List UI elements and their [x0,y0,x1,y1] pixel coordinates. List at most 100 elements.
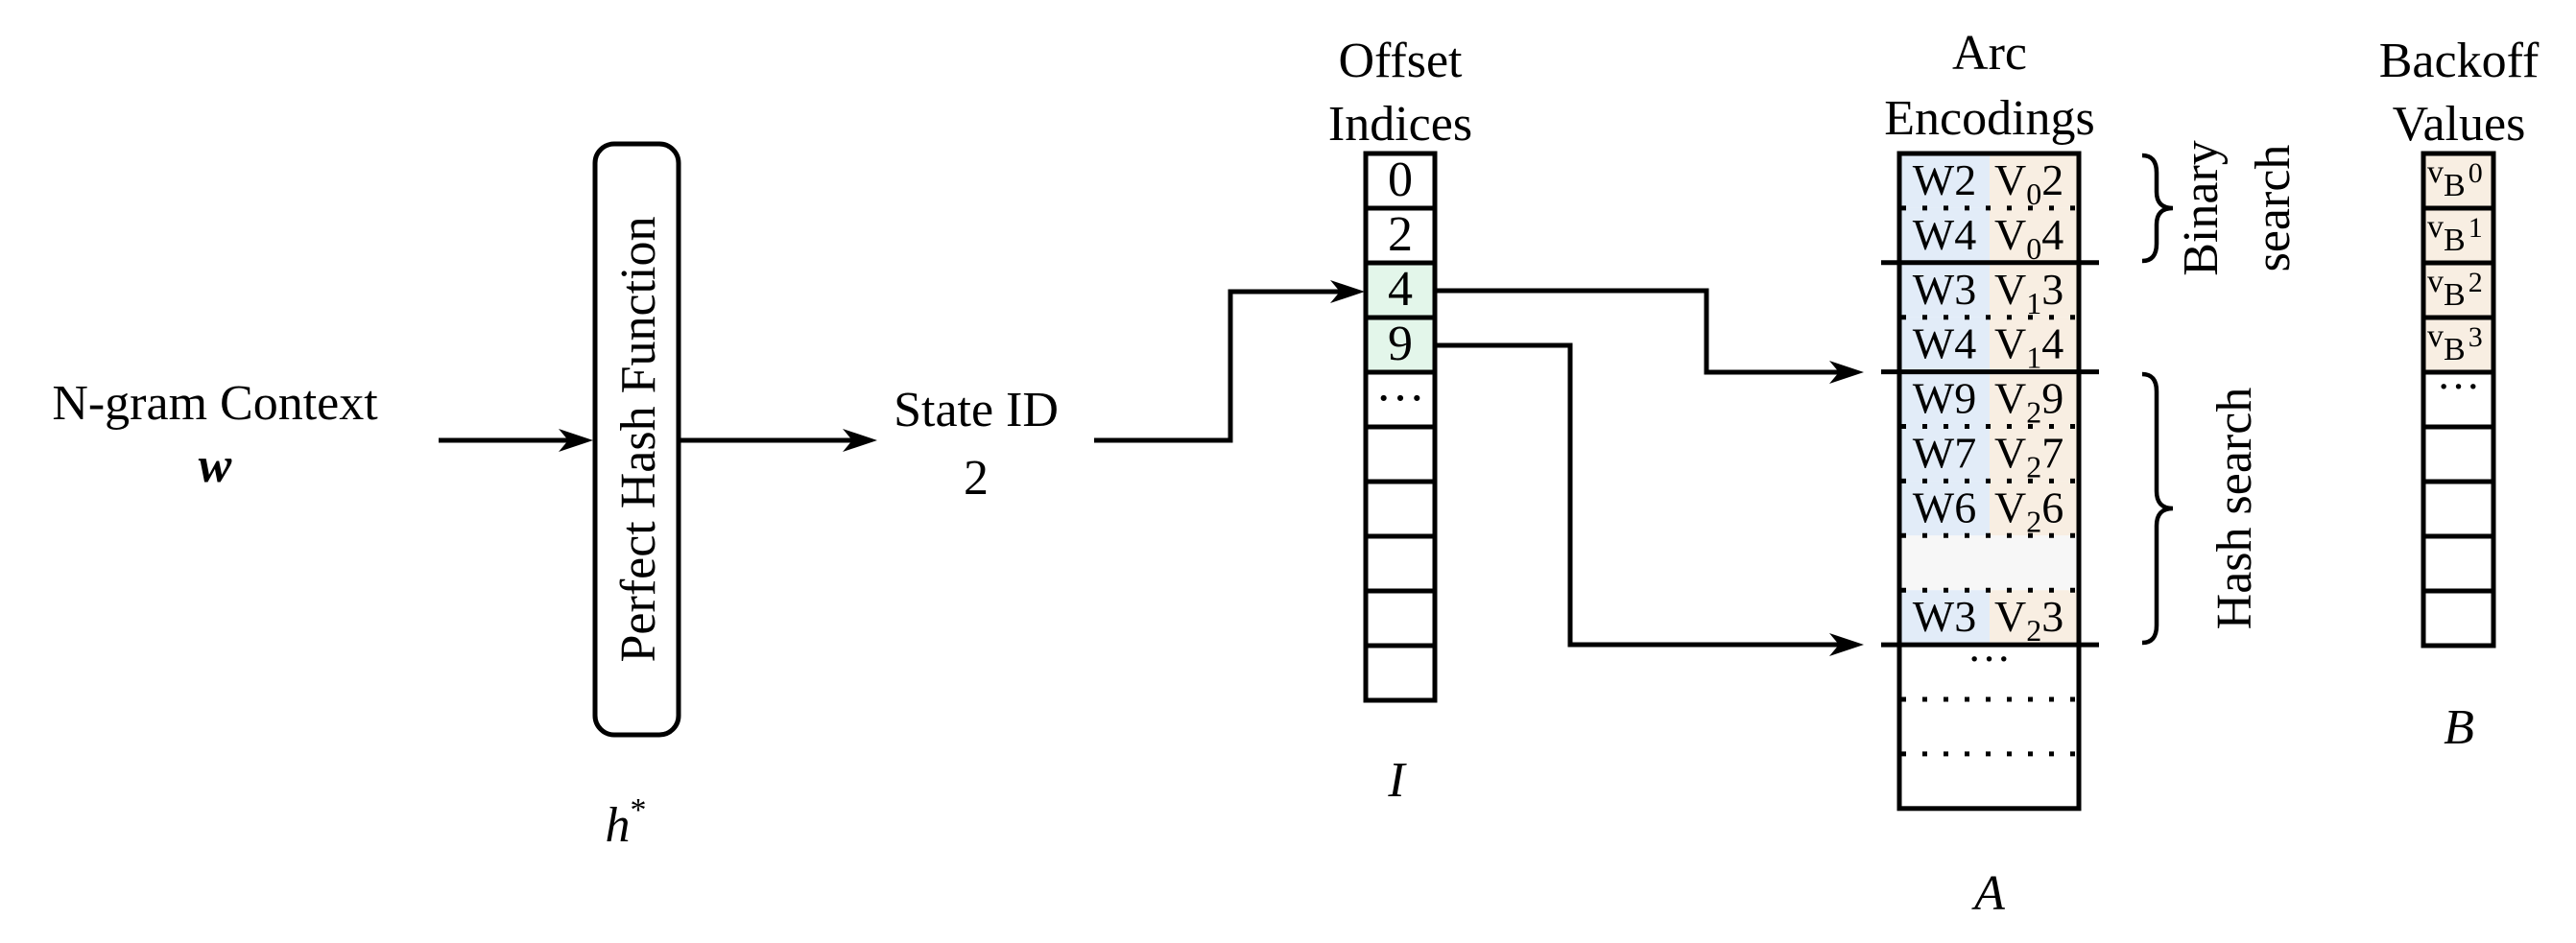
arc-encodings-title-line2: Encodings [1884,91,2095,146]
offset-indices-title-line2: Indices [1328,97,1472,152]
arc-word-cell [1899,371,1990,427]
arc-row: W7 V27 [1899,426,2079,484]
backoff-cell [2421,424,2496,484]
offset-cell-value: 4 [1388,262,1413,317]
arc-value: V27 [1994,429,2063,484]
arrowhead-icon [1330,280,1365,303]
backoff-value-base: v [2427,209,2444,245]
hash-function-symbol: h* [606,792,647,853]
offset-cell: ··· [1363,369,1438,430]
arc-encodings-title-line1: Arc [1952,26,2027,81]
backoff-value-subscript: B [2444,223,2466,258]
arc-word-cell [1899,262,1990,318]
hash-symbol-superscript: * [631,792,647,828]
arc-value-cell [1990,426,2079,482]
arrowhead-icon [559,429,593,452]
arc-value-base: V [1994,265,2026,314]
arrow-line [1094,289,1351,443]
arrow-state-to-offset [1094,280,1365,443]
arc-value-subscript: 2 [2026,613,2041,648]
offset-cell [1363,643,1438,703]
hash-symbol-base: h [606,798,631,853]
offset-cell-value: ··· [1375,371,1425,426]
arc-value-subscript: 0 [2026,231,2041,266]
hash-function-label: Perfect Hash Function [611,216,666,662]
arc-value: V26 [1994,483,2063,538]
offset-cell [1363,588,1438,648]
arc-value-number: 4 [2041,210,2063,259]
backoff-cell-box [2421,588,2496,648]
ngram-context-label: N-gram Context [52,376,378,431]
offset-cell [1363,533,1438,594]
arc-value-base: V [1994,592,2026,641]
backoff-ellipsis: ··· [2437,362,2481,411]
arc-value-base: V [1994,429,2026,478]
backoff-values-title-line1: Backoff [2379,34,2540,88]
backoff-value-number: 3 [2469,321,2483,353]
backoff-cell-box [2421,369,2496,430]
arc-value-number: 2 [2041,155,2063,204]
perfect-hash-function-node: Perfect Hash Function h* [592,141,681,853]
offset-cell: 2 [1363,205,1438,266]
offset-indices-title-line1: Offset [1338,34,1463,88]
offset-cell-value: 2 [1388,207,1413,262]
arc-encodings-border [1896,151,2082,812]
backoff-cell [2421,588,2496,648]
arc-encodings-symbol: A [1971,866,2005,921]
arc-word: W7 [1913,429,1976,478]
arc-row [1899,535,2079,591]
arc-value: V14 [1994,319,2063,375]
offset-cell-box [1363,424,1438,484]
arc-value: V13 [1994,265,2063,320]
arc-word: W3 [1913,592,1976,641]
hash-search-brace: Hash search [2141,371,2262,646]
arc-value-cell [1990,207,2079,263]
arc-value: V02 [1994,155,2063,211]
arc-ellipsis: ··· [1968,634,2012,683]
arc-value-subscript: 2 [2026,450,2041,484]
offset-cell-box [1363,260,1438,320]
arrow-hash-to-state [679,429,877,452]
arc-value-cell [1990,590,2079,646]
state-id-node: State ID 2 [894,383,1059,506]
arc-value: V04 [1994,210,2063,266]
arc-value-cell [1990,262,2079,318]
hash-search-label: Hash search [2207,388,2262,630]
offset-cell [1363,479,1438,539]
arc-value-base: V [1994,319,2026,368]
offset-cell [1363,424,1438,484]
offset-cell-box [1363,533,1438,594]
arc-value-cell [1990,317,2079,372]
arc-value-subscript: 0 [2026,177,2041,211]
backoff-value-subscript: B [2444,332,2466,367]
arc-row: ··· [1968,634,2012,683]
offset-cell-box [1363,369,1438,430]
backoff-value-number: 0 [2469,157,2483,189]
backoff-cell-box [2421,205,2496,266]
backoff-value-base: v [2427,154,2444,190]
backoff-value-number: 1 [2469,212,2483,244]
backoff-cell-box [2421,151,2496,211]
arc-value-number: 9 [2041,374,2063,423]
arc-value-cell [1990,371,2079,427]
arc-word-cell [1899,153,1990,208]
arrow-input-to-hash [439,429,593,452]
arc-word: W6 [1913,483,1976,531]
arc-value-cell [1990,481,2079,536]
binary-search-label-line2: search [2246,145,2301,272]
backoff-cell-box [2421,260,2496,320]
offset-cell-box [1363,205,1438,266]
